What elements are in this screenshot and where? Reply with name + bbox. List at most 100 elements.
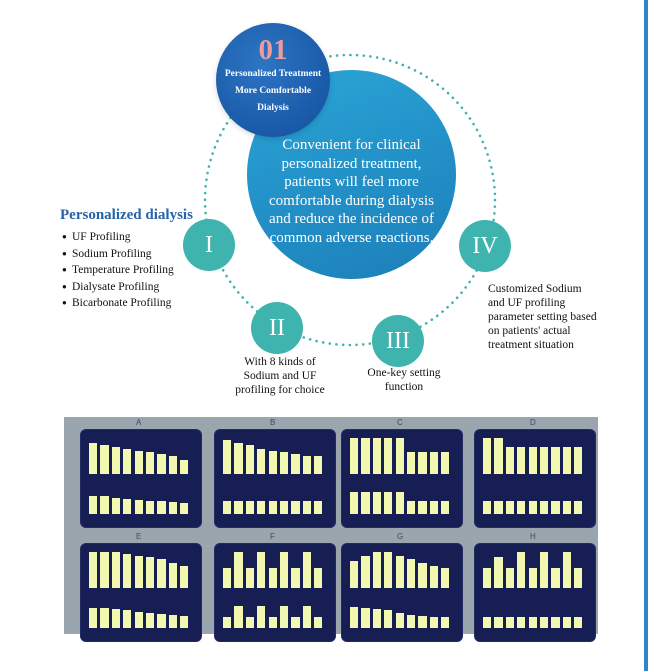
bottom-row-bar [245, 617, 254, 628]
top-row-bar [528, 447, 537, 474]
list-item: Dialysate Profiling [62, 279, 174, 296]
top-row-bar [384, 552, 393, 588]
bottom-row-bar [123, 498, 132, 514]
top-row-bar [441, 452, 450, 474]
caption-IV: Customized Sodium and UF profiling param… [488, 282, 618, 352]
caption-IV-line-5: treatment situation [488, 339, 574, 351]
top-row-bar [302, 552, 311, 588]
bottom-row-bar [372, 609, 381, 628]
top-row-bar [180, 566, 189, 588]
bottom-row-bar [562, 500, 571, 514]
top-row-bar [123, 553, 132, 588]
top-row-bar [280, 552, 289, 588]
top-row-bar [302, 456, 311, 474]
bottom-row-bar [180, 503, 189, 514]
bottom-row-bar [517, 617, 526, 628]
profile-screen-d [474, 429, 596, 528]
highlight-line-1: Personalized Treatment [224, 69, 322, 79]
bottom-row-bar [350, 492, 359, 514]
highlight-line-2: More Comfortable [234, 86, 312, 96]
top-row-bar [123, 448, 132, 474]
top-row-bar [314, 568, 323, 588]
top-row-bar [111, 552, 120, 588]
caption-II-line-3: profiling for choice [235, 384, 325, 396]
top-row-bar [574, 568, 583, 588]
top-row-bar [257, 448, 266, 474]
bottom-row-bar [89, 608, 98, 628]
caption-III-line-1: One-key setting [367, 367, 441, 379]
top-row-bar [100, 552, 109, 588]
bottom-row-bar [505, 617, 514, 628]
bottom-row-bar [134, 499, 143, 514]
profile-screen-f [214, 543, 336, 642]
caption-IV-line-3: parameter setting based [488, 311, 597, 323]
top-row-bar [89, 443, 98, 474]
main-description-circle: Convenient for clinical personalized tre… [247, 70, 456, 279]
bottom-row-bar [123, 610, 132, 628]
top-row-bar [574, 447, 583, 474]
bottom-row-bar [361, 608, 370, 628]
bottom-row-bar [314, 617, 323, 628]
node-II: II [251, 302, 303, 354]
bottom-row-bar [223, 500, 232, 514]
top-row-bar [505, 447, 514, 474]
top-row-bar [540, 447, 549, 474]
top-row-bar [551, 447, 560, 474]
bottom-row-bar [407, 614, 416, 628]
bottom-row-bar [441, 500, 450, 514]
bottom-row-bar [517, 500, 526, 514]
caption-II-line-2: Sodium and UF [243, 370, 317, 382]
bottom-row-bar [89, 496, 98, 514]
bottom-row-bar [257, 606, 266, 628]
bottom-row-bar [429, 500, 438, 514]
bottom-row-bar [146, 612, 155, 628]
profile-screen-g [341, 543, 463, 642]
top-row-bar [350, 438, 359, 474]
node-IV: IV [459, 220, 511, 272]
top-row-bar [111, 447, 120, 474]
caption-IV-line-1: Customized Sodium [488, 283, 582, 295]
bottom-row-bar [111, 497, 120, 514]
top-row-bar [407, 452, 416, 474]
top-row-bar [372, 438, 381, 474]
top-row-bar [245, 568, 254, 588]
right-edge-stripe [644, 0, 648, 671]
bottom-row-bar [234, 606, 243, 628]
bottom-row-bar [372, 492, 381, 514]
top-row-bar [494, 557, 503, 588]
top-row-bar [223, 568, 232, 588]
top-row-bar [395, 438, 404, 474]
bottom-row-bar [280, 500, 289, 514]
bottom-row-bar [361, 492, 370, 514]
profile-label-a: A [136, 418, 142, 427]
highlight-circle-01: 01 Personalized Treatment More Comfortab… [216, 23, 330, 137]
bottom-row-bar [429, 617, 438, 628]
top-row-bar [562, 447, 571, 474]
bottom-row-bar [528, 617, 537, 628]
bottom-row-bar [245, 500, 254, 514]
bottom-row-bar [551, 500, 560, 514]
bottom-row-bar [384, 492, 393, 514]
main-description-text: Convenient for clinical personalized tre… [269, 137, 434, 246]
profile-label-d: D [530, 418, 536, 427]
top-row-bar [350, 561, 359, 588]
top-row-bar [418, 562, 427, 588]
top-row-bar [314, 456, 323, 474]
bottom-row-bar [562, 617, 571, 628]
bottom-row-bar [234, 500, 243, 514]
top-row-bar [361, 438, 370, 474]
bottom-row-bar [100, 608, 109, 628]
top-row-bar [483, 568, 492, 588]
top-row-bar [168, 562, 177, 588]
bottom-row-bar [111, 609, 120, 628]
top-row-bar [157, 454, 166, 474]
bottom-row-bar [268, 617, 277, 628]
top-row-bar [562, 552, 571, 588]
list-item: Temperature Profiling [62, 262, 174, 279]
top-row-bar [429, 452, 438, 474]
top-row-bar [268, 568, 277, 588]
top-row-bar [291, 568, 300, 588]
list-item: Sodium Profiling [62, 246, 174, 263]
bottom-row-bar [134, 611, 143, 628]
caption-III-line-2: function [384, 381, 424, 393]
